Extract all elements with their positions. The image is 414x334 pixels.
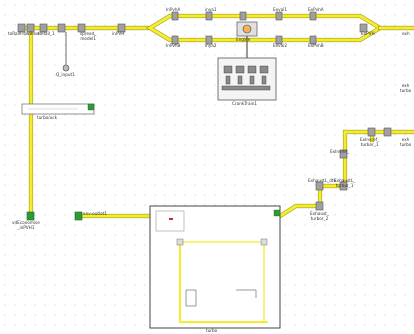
label-sub-left: turbo/uck [37,115,58,120]
label-inya2: inya2 [205,43,217,48]
label-mid: env-outlet1 [83,211,108,216]
bottom-left-port[interactable] [26,211,35,221]
label-ex1: Exvai1 [273,7,287,12]
label-exhaust: ExhaustL_dtn [308,178,337,183]
label-ex-r3: exh turbo [400,137,412,147]
label-engine: Engine [236,37,251,42]
bottom-pipe[interactable] [75,129,414,219]
label-speed: spread_ model1 [80,31,97,41]
label-exhaust2: ExhaustL_ turbor_1 [334,178,356,188]
label-ex-right: exh [402,31,410,36]
label-ext-ref2: ExInvref_ [330,149,350,154]
top-manifold-loop[interactable] [145,13,385,43]
right-junction-nodes[interactable] [315,127,392,211]
top-loop-nodes[interactable] [171,11,368,45]
engine-block[interactable] [236,21,258,37]
label-invph-b: InPvhB [166,43,181,48]
label-exvph-a: ExPvhA [308,7,324,12]
label-ext-ref: ExInvref_ turbor_1 [360,137,380,147]
label-exvph: ExPVH [361,31,375,36]
crank-train[interactable] [217,57,277,101]
label-tofast: toRailFlowBlow [8,31,40,36]
left-junction-nodes[interactable] [17,23,126,33]
label-inf: inPVH [112,31,125,36]
label-q-input: Q_input1 [56,72,75,77]
label-invph-a: InPvhA [166,7,181,12]
label-crank: CrankTrain1 [232,101,258,106]
mid-left-port[interactable] [74,211,83,221]
label-exvph-b: ExPvhB [308,43,324,48]
bottom-chart-panel[interactable] [149,205,281,329]
label-bottom-left: vdEconomise _inPVH1 [12,220,40,230]
label-exhaust3: Exhaust_ turbor_2 [310,211,329,221]
label-tofast2: toRail_1 [38,31,55,36]
label-bottom-panel: turbo [206,328,218,333]
label-inya1: inya1 [205,7,217,12]
label-ex2: Exvai2 [273,43,287,48]
q-input-node[interactable] [62,32,70,72]
label-ex-r2: exh turbo [400,83,412,93]
left-sub-panel[interactable] [21,103,95,115]
